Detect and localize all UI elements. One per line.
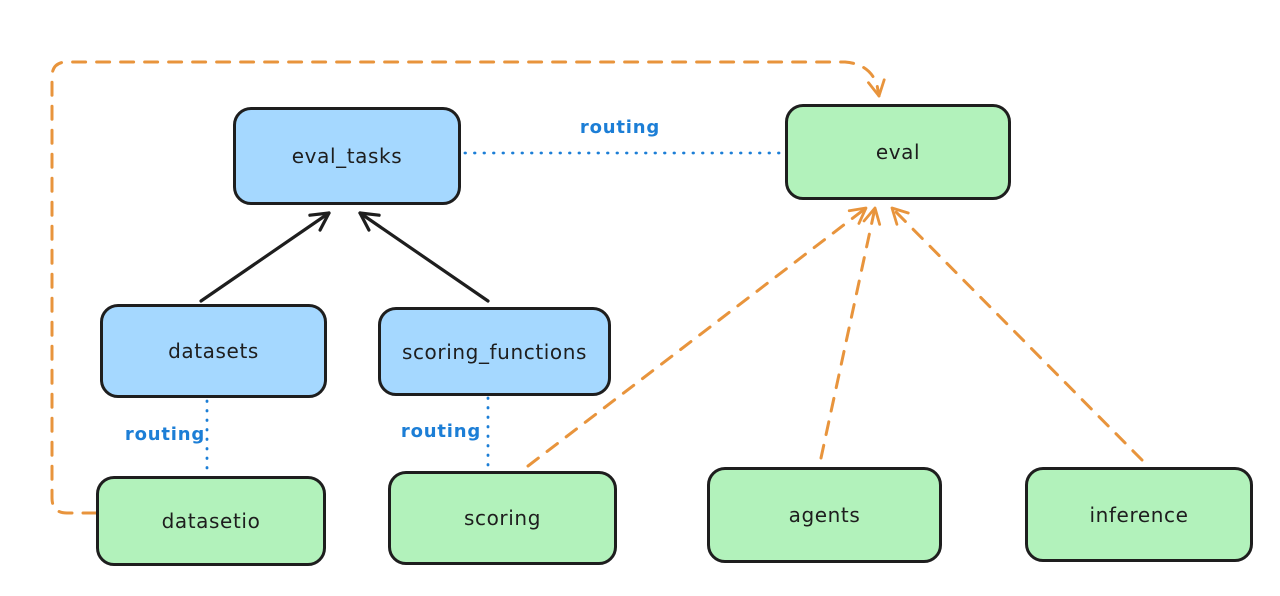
node-datasetio-label: datasetio <box>161 509 261 533</box>
node-inference-label: inference <box>1089 502 1189 527</box>
node-agents-label: agents <box>788 503 861 527</box>
edge-label-routing-scoring: routing <box>400 421 482 442</box>
edge-scoring_functions-to-eval_tasks <box>358 211 490 303</box>
edge-datasets-to-eval_tasks <box>199 211 331 303</box>
edge-label-routing-datasets: routing <box>124 424 206 445</box>
node-scoring: scoring <box>388 471 617 565</box>
edge-label-routing-top: routing <box>579 117 661 138</box>
node-eval: eval <box>785 104 1011 200</box>
node-datasetio: datasetio <box>96 476 326 566</box>
node-agents: agents <box>707 467 942 563</box>
node-scoring_functions-label: scoring_functions <box>401 339 588 364</box>
node-scoring-label: scoring <box>463 506 541 530</box>
node-eval_tasks-label: eval_tasks <box>291 144 403 168</box>
node-datasets-label: datasets <box>168 339 259 363</box>
node-datasets: datasets <box>100 304 327 398</box>
edge-agents-to-eval <box>819 206 882 460</box>
node-scoring_functions: scoring_functions <box>378 307 611 396</box>
edge-datasetio-to-eval <box>50 60 886 515</box>
edge-inference-to-eval <box>890 206 1144 462</box>
node-inference: inference <box>1025 467 1253 562</box>
node-eval-label: eval <box>875 140 921 164</box>
node-eval_tasks: eval_tasks <box>233 107 461 205</box>
